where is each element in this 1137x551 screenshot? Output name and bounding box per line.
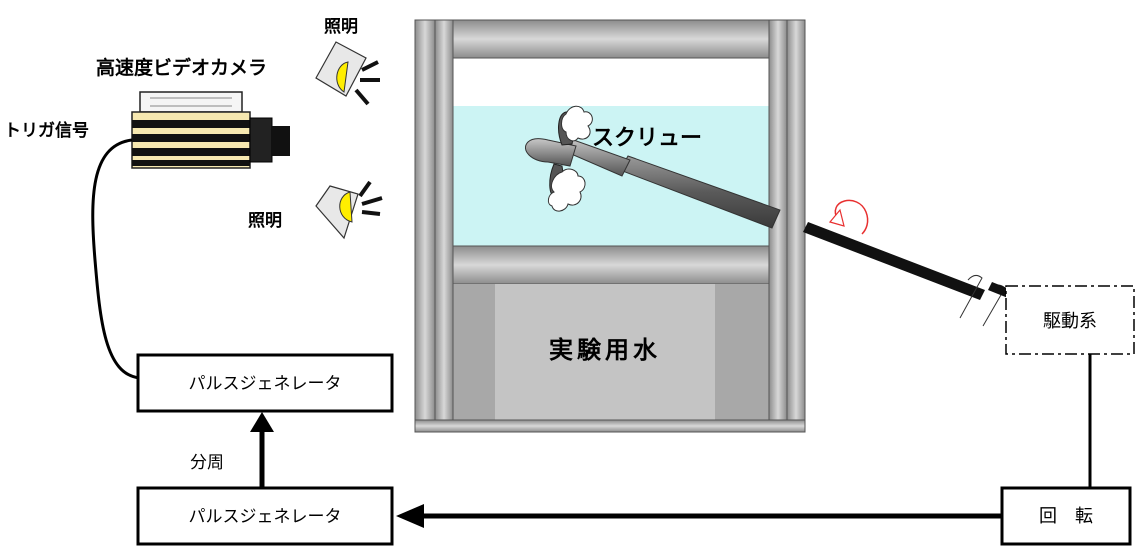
tank-water-label: 実験用水 (549, 336, 661, 364)
cavitation-lower (547, 168, 586, 212)
pulse-generator-bottom-label: パルスジェネレータ (189, 507, 342, 527)
drive-system-label: 駆動系 (1043, 311, 1097, 332)
middle-beam (452, 245, 770, 285)
bottom-plate (414, 419, 806, 433)
top-beam (452, 19, 770, 59)
drive-system-box (1005, 285, 1135, 355)
lighting-top-label: 照明 (324, 17, 358, 37)
left-column-inner (434, 19, 454, 421)
cavitation-upper (561, 105, 593, 142)
camera-top (139, 91, 243, 113)
high-speed-camera (131, 91, 290, 169)
drive-shaft (803, 222, 1012, 327)
air-gap (453, 58, 769, 106)
pulse-generator-top-box (136, 353, 394, 413)
trigger-cable (91, 138, 141, 380)
drive-shaft-bar (803, 222, 985, 300)
camera-lens (272, 126, 290, 156)
propeller-assembly (525, 105, 781, 229)
trigger-label: トリガ信号 (4, 120, 89, 141)
rotation-arrow-icon (828, 199, 869, 235)
screw-label: スクリュー (592, 126, 702, 151)
water-region (453, 106, 769, 246)
rotation-label: 回 転 (1039, 506, 1093, 527)
division-arrow-head (250, 412, 274, 432)
rotation-box (1000, 486, 1132, 546)
water-reservoir (495, 284, 715, 420)
division-label: 分周 (190, 453, 224, 473)
lamp-top-icon (315, 41, 380, 106)
break-mark-left (959, 274, 983, 319)
lighting-bottom-label: 照明 (248, 211, 282, 231)
left-column-outer (414, 19, 436, 421)
right-column-outer (786, 19, 806, 421)
camera-label: 高速度ビデオカメラ (96, 56, 267, 79)
test-tank (414, 19, 806, 433)
pulse-generator-bottom-box (136, 486, 394, 546)
propeller-hub (525, 138, 577, 167)
rotation-to-pulse-arrow-head (396, 504, 424, 528)
pulse-generator-top-label: パルスジェネレータ (189, 374, 342, 394)
camera-lens-mount (249, 117, 273, 163)
lamp-bottom-icon (315, 180, 383, 240)
